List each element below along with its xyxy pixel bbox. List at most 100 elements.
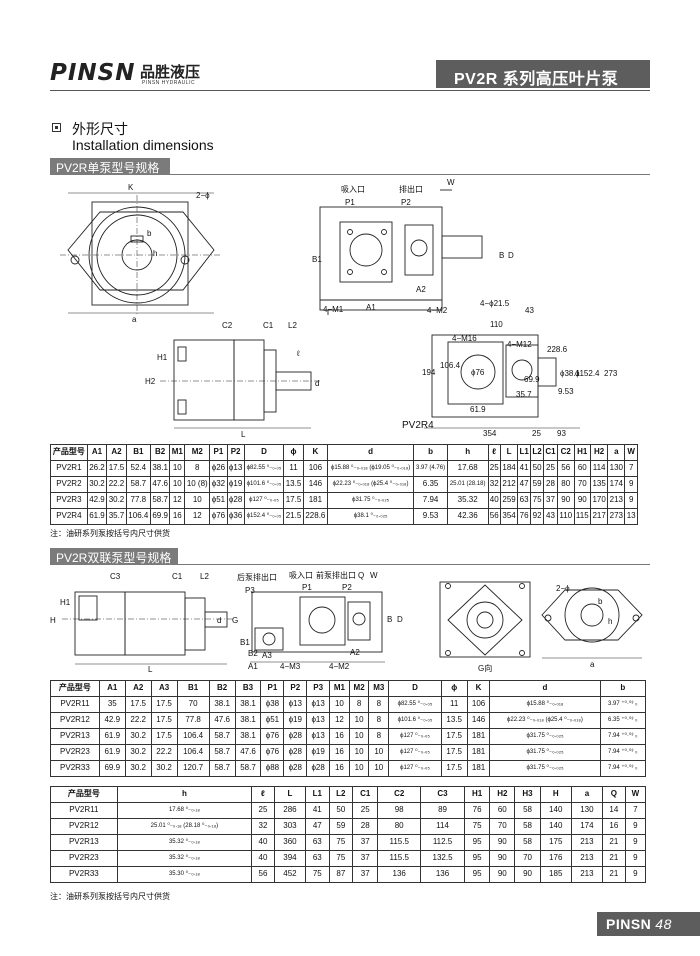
table-cell: 63: [305, 834, 330, 851]
table-cell: PV2R33: [50, 866, 118, 883]
pv2r4-dim-15: 273: [604, 369, 618, 378]
column-header: M1: [329, 680, 350, 697]
pv2r4-dim-18: 93: [557, 429, 566, 438]
d-dim-G: G: [232, 616, 238, 625]
double-pump-rule: [178, 564, 650, 565]
dim-4-M2: 4−M2: [427, 306, 448, 315]
double-pump-tab: PV2R双联泵型号规格: [50, 548, 178, 565]
table-cell: 35.7: [106, 508, 127, 525]
table-cell: PV2R23: [50, 850, 118, 867]
table-cell: 354: [499, 508, 519, 525]
table-cell: 21.5: [283, 508, 304, 525]
column-header: 产品型号: [50, 786, 118, 803]
pv2r4-dim-7: 228.6: [547, 345, 568, 354]
table-cell: 10: [348, 744, 370, 761]
column-header: ϕ: [440, 680, 468, 697]
section-title-en: Installation dimensions: [72, 137, 214, 153]
table-cell: ϕ13: [306, 728, 331, 745]
column-header: P3: [306, 680, 331, 697]
table-cell: ϕ127 ⁰₋₀.₀₅: [388, 760, 442, 777]
dim-C1: C1: [263, 321, 274, 330]
table-cell: 8: [368, 728, 390, 745]
table-cell: ϕ88: [260, 760, 285, 777]
table-cell: 360: [273, 834, 307, 851]
dim-l: ℓ: [296, 349, 300, 358]
dim-P1: P1: [345, 198, 355, 207]
table-cell: 106: [466, 696, 491, 713]
column-header: D: [388, 680, 442, 697]
table-cell: 98: [377, 802, 422, 819]
table-cell: 95: [463, 850, 491, 867]
table-cell: 35.30 ⁰₋₀.₁₈: [116, 866, 253, 883]
table-cell: 10: [348, 728, 370, 745]
d-dim-A1: A1: [248, 662, 258, 671]
column-header: M2: [348, 680, 370, 697]
table-cell: 115.5: [377, 834, 422, 851]
dim-K: K: [128, 183, 134, 192]
table-cell: 75: [328, 850, 354, 867]
single-pump-tab: PV2R单泵型号规格: [50, 158, 170, 175]
dim-h: h: [153, 249, 157, 258]
table-cell: 286: [273, 802, 307, 819]
table-cell: 16: [329, 760, 350, 777]
table-cell: 140: [539, 818, 572, 835]
column-header: C1: [352, 786, 379, 803]
table-cell: 61.9: [98, 744, 126, 761]
d-dim-h: h: [608, 617, 612, 626]
column-header: L1: [305, 786, 330, 803]
table-cell: ϕ28: [283, 760, 308, 777]
column-header: B1: [176, 680, 210, 697]
d-dim-A3: A3: [262, 651, 272, 660]
table-cell: 30.2: [150, 760, 178, 777]
column-header: A1: [98, 680, 126, 697]
table-cell: ϕ38: [260, 696, 285, 713]
column-header: b: [599, 680, 647, 697]
label-rear-discharge: 后泵排出口: [237, 572, 277, 582]
table-cell: 16: [602, 818, 626, 835]
pv2r4-dim-10: 35.7: [516, 390, 532, 399]
column-header: ℓ: [251, 786, 275, 803]
table-cell: PV2R4: [50, 508, 88, 525]
table-cell: 228.6: [302, 508, 328, 525]
pv2r4-dim-13: ϕ152.4: [575, 369, 600, 378]
table-cell: ϕ22.23 ⁰₋₀.₀₁₈ (ϕ25.4 ⁰₋₀.₀₁₈): [489, 712, 601, 729]
table-cell: 38.1: [208, 696, 236, 713]
top-port-view: [319, 189, 483, 315]
pv2r4-dim-16: 354: [483, 429, 497, 438]
column-header: P2: [283, 680, 308, 697]
dim-d: d: [315, 379, 319, 388]
table-cell: 69.9: [98, 760, 126, 777]
table-cell: 35.32 ⁰₋₀.₁₈: [116, 834, 253, 851]
table-cell: 17.5: [150, 696, 178, 713]
brand-logo-cn: 品胜液压: [140, 64, 201, 81]
pv2r4-dim-9: 61.9: [470, 405, 486, 414]
column-header: C3: [420, 786, 465, 803]
single-pump-note: 注：油研系列泵按括号内尺寸供货: [50, 529, 170, 538]
dim-B: B: [499, 251, 504, 260]
d-dim-H1: H1: [60, 598, 71, 607]
d-dim-P2: P2: [342, 583, 352, 592]
table-cell: ϕ31.75 ⁰₋₀.₀₂₅: [489, 728, 601, 745]
table-cell: 22.2: [150, 744, 178, 761]
table-cell: 10: [368, 760, 390, 777]
column-header: A3: [150, 680, 178, 697]
table-cell: 114: [420, 818, 465, 835]
table-cell: ϕ101.6 ⁰₋₀.₀₅: [388, 712, 442, 729]
table-cell: 70: [176, 696, 210, 713]
section-bullet-icon: [52, 123, 61, 132]
table-cell: 394: [273, 850, 307, 867]
table-cell: ϕ13: [283, 696, 308, 713]
table-cell: 9: [624, 866, 647, 883]
pv2r4-dim-5: ϕ76: [471, 368, 485, 377]
table-cell: 7: [624, 802, 647, 819]
table-cell: 8: [368, 696, 390, 713]
table-cell: ϕ28: [283, 744, 308, 761]
column-header: P1: [260, 680, 285, 697]
dim-H2: H2: [145, 377, 156, 386]
dim-H1: H1: [157, 353, 168, 362]
pv2r4-dim-12: ϕ38.1: [560, 369, 581, 378]
table-cell: 17.5: [440, 744, 468, 761]
